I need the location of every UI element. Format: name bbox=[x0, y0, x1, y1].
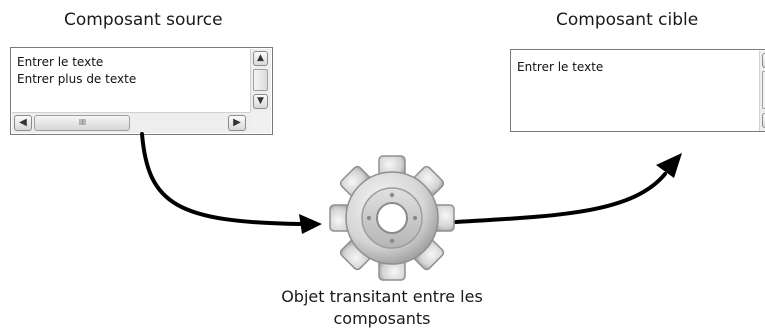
target-text-content: Entrer le texte bbox=[517, 59, 603, 76]
source-text-content: Entrer le texte Entrer plus de texte bbox=[17, 54, 136, 88]
target-text-line-1: Entrer le texte bbox=[517, 60, 604, 74]
gear-icon bbox=[329, 155, 455, 281]
scroll-down-icon[interactable]: ▼ bbox=[762, 113, 765, 128]
target-textbox[interactable]: Entrer le texte ▲ ▼ bbox=[510, 49, 765, 132]
target-component-title: Composant cible bbox=[556, 10, 699, 30]
source-textbox[interactable]: Entrer le texte Entrer plus de texte ▲ ▼… bbox=[10, 47, 273, 135]
scroll-right-icon[interactable]: ▶ bbox=[228, 115, 246, 131]
scrollbar-corner bbox=[250, 112, 271, 133]
vertical-scroll-thumb[interactable] bbox=[762, 71, 765, 109]
scroll-down-icon[interactable]: ▼ bbox=[253, 94, 268, 109]
arrow-head-to-target bbox=[656, 153, 682, 178]
source-vertical-scrollbar[interactable]: ▲ ▼ bbox=[250, 49, 271, 112]
source-text-line-1: Entrer le texte bbox=[17, 55, 104, 69]
vertical-scroll-thumb[interactable] bbox=[253, 69, 268, 91]
caption-line-1: Objet transitant entre les bbox=[281, 287, 483, 306]
transit-object-caption: Objet transitant entre les composants bbox=[232, 286, 532, 330]
source-component-title: Composant source bbox=[64, 10, 223, 30]
arrow-object-to-target bbox=[454, 172, 667, 224]
source-horizontal-scrollbar[interactable]: ◀ IIIII ▶ bbox=[12, 112, 250, 133]
target-vertical-scrollbar[interactable]: ▲ ▼ bbox=[759, 51, 765, 131]
arrow-head-to-object bbox=[299, 214, 322, 234]
scroll-left-icon[interactable]: ◀ bbox=[14, 115, 32, 131]
arrow-source-to-object bbox=[140, 132, 302, 226]
scroll-up-icon[interactable]: ▲ bbox=[762, 53, 765, 68]
scroll-up-icon[interactable]: ▲ bbox=[253, 51, 268, 66]
source-text-line-2: Entrer plus de texte bbox=[17, 72, 137, 86]
horizontal-scroll-thumb[interactable]: IIIII bbox=[34, 115, 130, 131]
caption-line-2: composants bbox=[333, 309, 431, 328]
